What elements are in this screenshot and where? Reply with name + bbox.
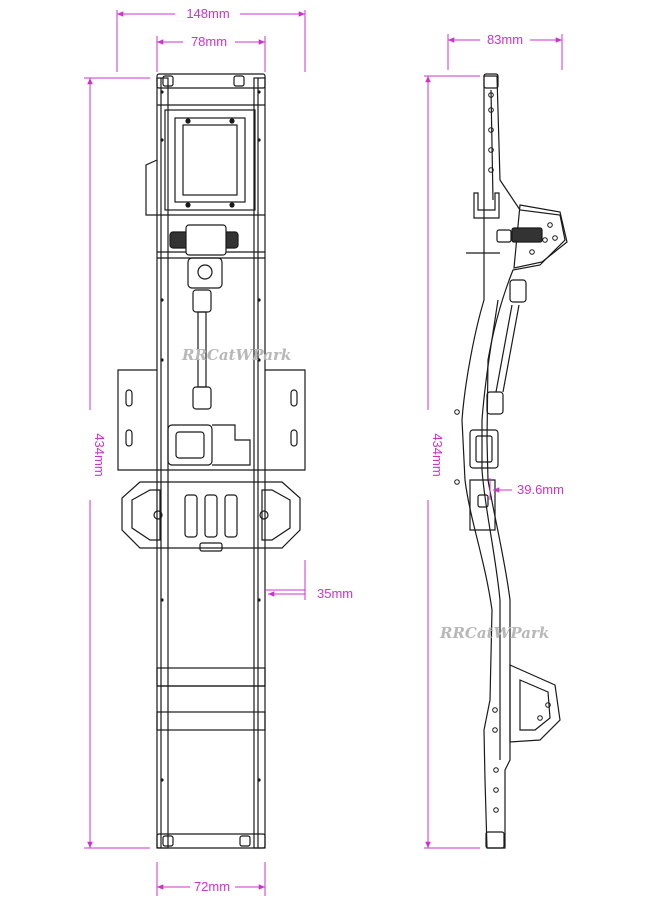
dim-offset: 39.6mm bbox=[517, 482, 564, 497]
right-frame-rail bbox=[253, 77, 266, 849]
dim-top-width: 78mm bbox=[191, 34, 227, 49]
transmission bbox=[187, 257, 223, 289]
skid-plate-crossmember bbox=[121, 481, 301, 549]
side-view-chassis bbox=[461, 73, 568, 849]
watermark-right: RRCatWPark bbox=[439, 624, 549, 642]
transfer-case bbox=[167, 424, 213, 466]
dimension-labels: 148mm 78mm 83mm 434mm 434mm 39.6mm 35mm … bbox=[92, 6, 564, 894]
side-frame-rail-outer bbox=[461, 75, 566, 849]
driveshaft-joint-top bbox=[192, 289, 212, 313]
side-frame-rail-inner bbox=[481, 89, 501, 760]
rear-bumper-mount bbox=[156, 833, 266, 849]
right-battery-tray bbox=[265, 369, 306, 471]
dimension-lines bbox=[84, 10, 563, 896]
side-skid-mount bbox=[469, 479, 496, 531]
watermark-left: RRCatWPark bbox=[181, 346, 291, 364]
side-driveshaft-joint-bottom bbox=[486, 391, 504, 415]
watermarks: RRCatWPark RRCatWPark bbox=[181, 346, 549, 642]
left-battery-tray bbox=[117, 369, 157, 471]
servo-mount bbox=[164, 109, 256, 211]
dim-side-length: 434mm bbox=[430, 433, 445, 476]
dim-rear-width: 72mm bbox=[194, 879, 230, 894]
dim-overall-length: 434mm bbox=[92, 433, 107, 476]
rear-shock-mount bbox=[509, 664, 561, 743]
side-driveshaft-joint-top bbox=[509, 279, 527, 303]
left-frame-rail bbox=[156, 77, 169, 849]
top-view-chassis bbox=[117, 73, 306, 849]
dim-rail-offset: 35mm bbox=[317, 586, 353, 601]
side-transfer-case bbox=[469, 429, 499, 469]
side-view-holes bbox=[454, 92, 558, 813]
front-bumper-mount bbox=[156, 73, 266, 89]
front-shock-mount bbox=[513, 204, 568, 269]
dim-side-height-width: 83mm bbox=[487, 32, 523, 47]
rear-crossmember bbox=[156, 667, 266, 687]
top-view-rail-holes bbox=[160, 90, 261, 782]
driveshaft-joint-bottom bbox=[192, 386, 212, 410]
dim-overall-width: 148mm bbox=[186, 6, 229, 21]
side-spur-gear bbox=[511, 227, 543, 243]
